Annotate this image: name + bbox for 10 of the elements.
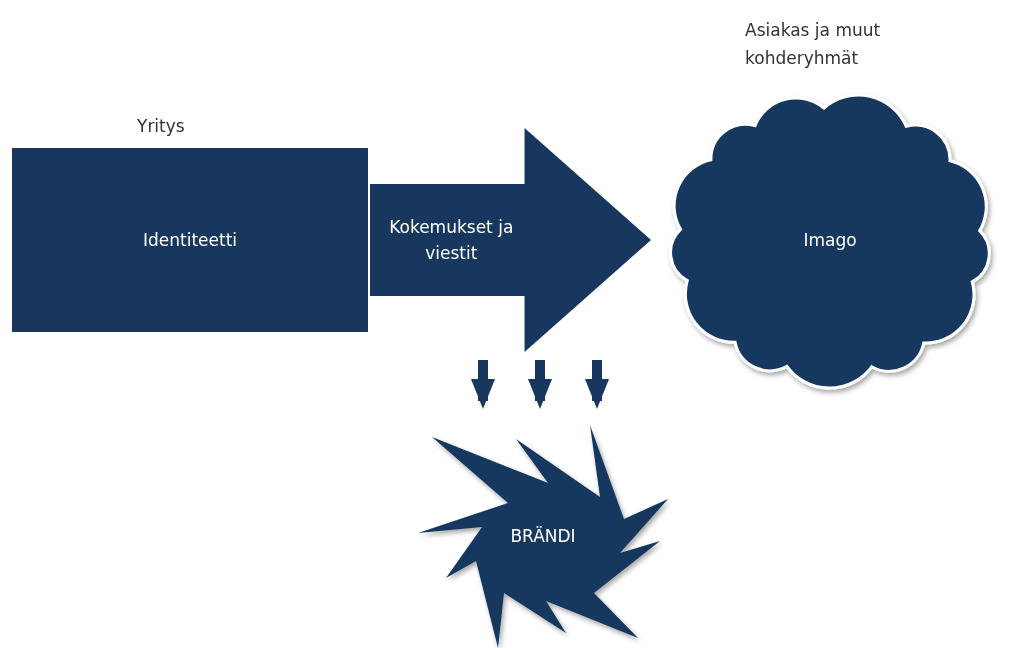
down-arrow xyxy=(471,360,495,409)
node-label: BRÄNDI xyxy=(510,524,576,548)
node-label: Identiteetti xyxy=(142,229,238,252)
node-label: Imago xyxy=(803,229,857,252)
down-arrow xyxy=(585,360,609,409)
down-arrow xyxy=(528,360,552,409)
group-heading: Asiakas ja muut kohderyhmät xyxy=(745,19,882,70)
group-heading: Yritys xyxy=(137,115,185,138)
block-arrow xyxy=(370,128,651,352)
edge-label: Kokemukset ja viestit xyxy=(388,216,515,265)
